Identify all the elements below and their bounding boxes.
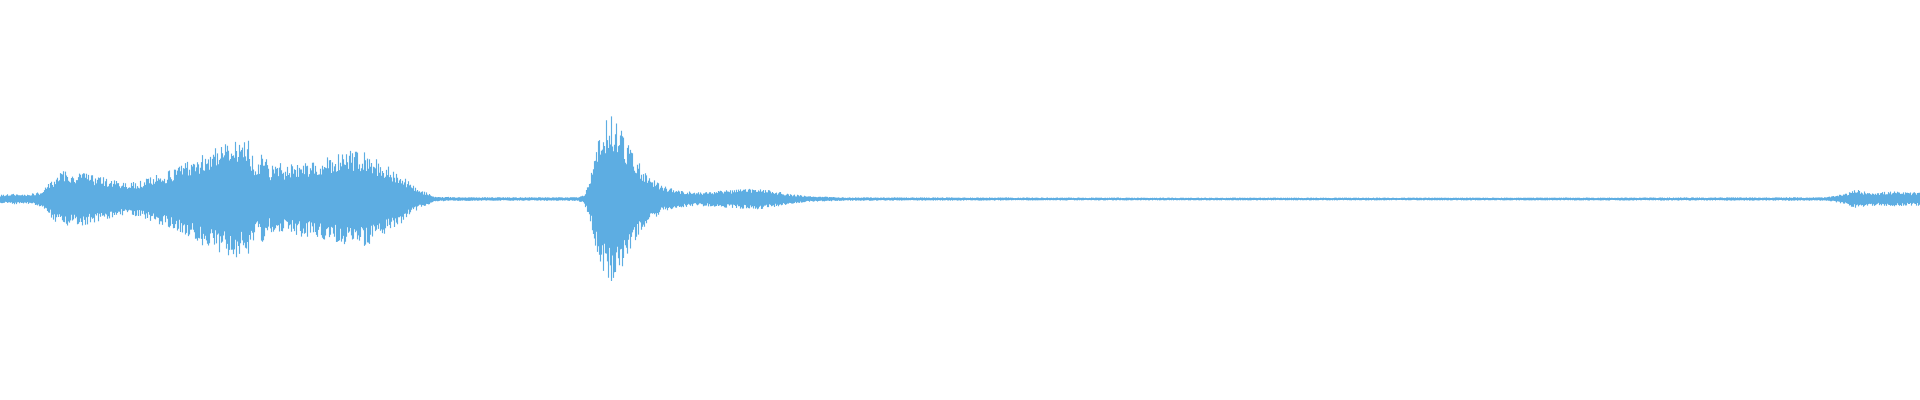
waveform-signal: [0, 116, 1920, 281]
